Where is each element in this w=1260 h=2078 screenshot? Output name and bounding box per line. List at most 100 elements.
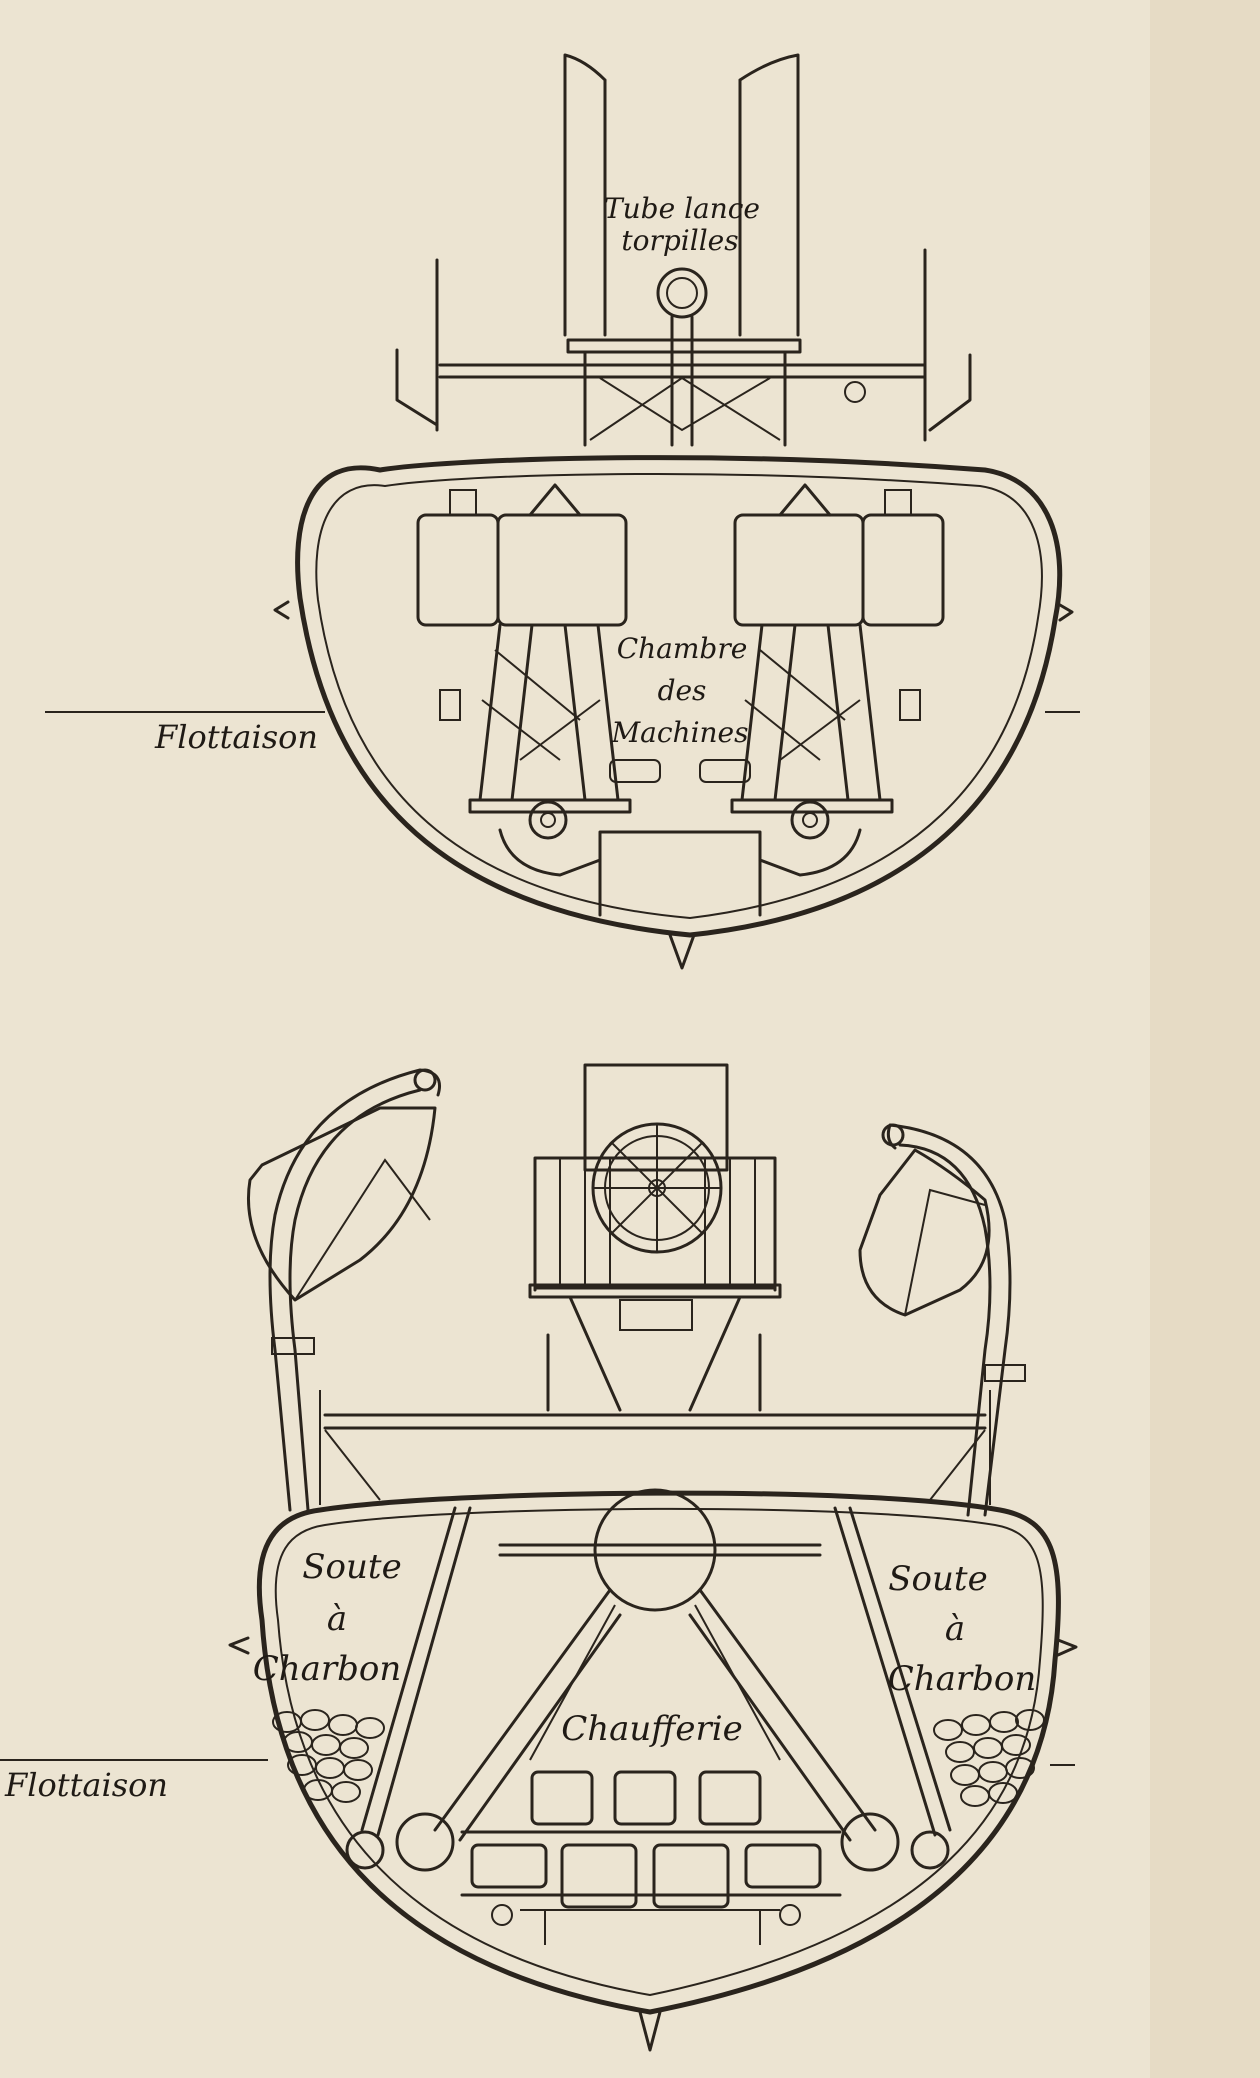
left-boat-ribs (294, 1158, 431, 1301)
right-bunker-label-line2: à (945, 1609, 965, 1649)
left-cylinder-cap (528, 483, 582, 517)
left-handwheel-box (439, 689, 461, 721)
left-crank-wheel (528, 800, 568, 840)
right-valve (884, 489, 912, 516)
keel-fin (668, 933, 696, 970)
bridge-platform (528, 1283, 782, 1299)
right-condenser (699, 759, 751, 783)
left-bilge-pipe (491, 1904, 513, 1926)
left-bunker-label-line1: Soute (302, 1547, 401, 1587)
left-valve (449, 489, 477, 516)
boiler-room-label: Chaufferie (561, 1709, 743, 1749)
engine-room-section: Tube lance torpilles Chambre des Machine… (45, 53, 1080, 970)
right-bilge-pipe (779, 1904, 801, 1926)
hull-side-fittings (273, 600, 1074, 622)
deck-brackets (319, 1390, 991, 1505)
furnace-door-2 (613, 1770, 677, 1826)
ashpit-2 (560, 1843, 638, 1909)
paper-edge-shadow (1150, 0, 1260, 2078)
ashpit-1 (470, 1843, 548, 1889)
deck-rail (438, 363, 927, 379)
boiler-deck-beam (323, 1413, 987, 1430)
furnace-door-1 (530, 1770, 594, 1826)
left-davit-sheave (413, 1068, 437, 1092)
boiler-hull-fittings (228, 1636, 1078, 1657)
right-engine-legs (740, 623, 882, 802)
left-uptake (563, 53, 607, 337)
left-mud-drum (345, 1830, 385, 1870)
right-mud-drum (910, 1830, 950, 1870)
right-boat-ribs (904, 1188, 986, 1316)
boiler-room-hull-inner (274, 1507, 1044, 1997)
right-bunker-label-line3: Charbon (888, 1659, 1037, 1699)
boiler-top-beam (498, 1543, 822, 1557)
steering-wheel-spokes (593, 1124, 721, 1252)
right-bunker-label-line1: Soute (888, 1559, 987, 1599)
engine-room-hull-inner (315, 473, 1043, 920)
boiler-keel-fin (638, 2010, 662, 2052)
boiler-diagonal-tubes (433, 1588, 877, 1842)
central-drum (593, 1488, 717, 1612)
torpedo-tube-ring (656, 267, 708, 319)
boiler-foundation (520, 1909, 780, 1945)
tube-label-line1: Tube lance (604, 192, 760, 225)
left-boat (246, 1106, 437, 1302)
left-engine-legs (478, 623, 620, 802)
left-crank-hub (540, 812, 556, 828)
room-label-line1: Chambre (617, 632, 748, 665)
bottom-waterline-label: Flottaison (4, 1766, 168, 1804)
right-engine-bed (758, 828, 862, 877)
left-engine-bracing (481, 649, 601, 761)
right-davit-arm (886, 1123, 1012, 1517)
deck-porthole (844, 381, 866, 403)
left-condenser (609, 759, 661, 783)
room-label-line2: des (658, 674, 707, 707)
boiler-room-section: Soute à Charbon Soute à Charbon Chauffer… (0, 1063, 1078, 2052)
right-davit (858, 1123, 1026, 1517)
top-waterline-label: Flottaison (154, 718, 318, 756)
left-lower-drum (395, 1812, 455, 1872)
left-bunker-label-line3: Charbon (253, 1649, 402, 1689)
right-engine-base (730, 798, 894, 814)
right-bunker-wall (833, 1506, 952, 1837)
left-engine-bed (498, 828, 602, 877)
boiler-base-frame (460, 1830, 842, 1897)
deck-posts (583, 350, 787, 447)
left-engine (416, 483, 661, 877)
right-coal-pile (933, 1709, 1045, 1807)
tube-label-line2: torpilles (621, 224, 738, 257)
right-engine (699, 483, 945, 877)
bridge-railing-frame (533, 1156, 777, 1292)
right-stanchion (923, 248, 972, 442)
left-davit-collar (271, 1337, 315, 1355)
left-davit (246, 1068, 441, 1512)
left-stanchion (395, 258, 439, 432)
boiler-inner-tubes (529, 1604, 781, 1761)
left-bunker-wall (360, 1506, 472, 1837)
right-cylinder-cap (778, 483, 832, 517)
engine-room-hull (295, 455, 1063, 938)
right-davit-collar (984, 1364, 1026, 1382)
boiler-room-hull (256, 1490, 1061, 2015)
bridge-supports (546, 1295, 762, 1412)
right-engine-bracing (744, 649, 861, 761)
room-label-line3: Machines (610, 716, 748, 749)
deck-truss (589, 376, 781, 441)
left-bunker-label-line2: à (327, 1599, 347, 1639)
ashpit-4 (744, 1843, 822, 1889)
left-engine-base (468, 798, 632, 814)
torpedo-tube-ring-inner (666, 277, 698, 309)
right-crank-wheel (790, 800, 830, 840)
left-cylinder-main (496, 513, 628, 627)
right-uptake (738, 53, 800, 337)
right-handwheel-box (899, 689, 921, 721)
upper-deck-beam (566, 338, 802, 354)
ashpit-3 (652, 1843, 730, 1909)
bridge-railing-bars (559, 1158, 756, 1288)
furnace-door-3 (698, 1770, 762, 1826)
bridge-step (619, 1299, 693, 1331)
left-davit-arm-inner (288, 1088, 422, 1512)
right-lower-drum (840, 1812, 900, 1872)
